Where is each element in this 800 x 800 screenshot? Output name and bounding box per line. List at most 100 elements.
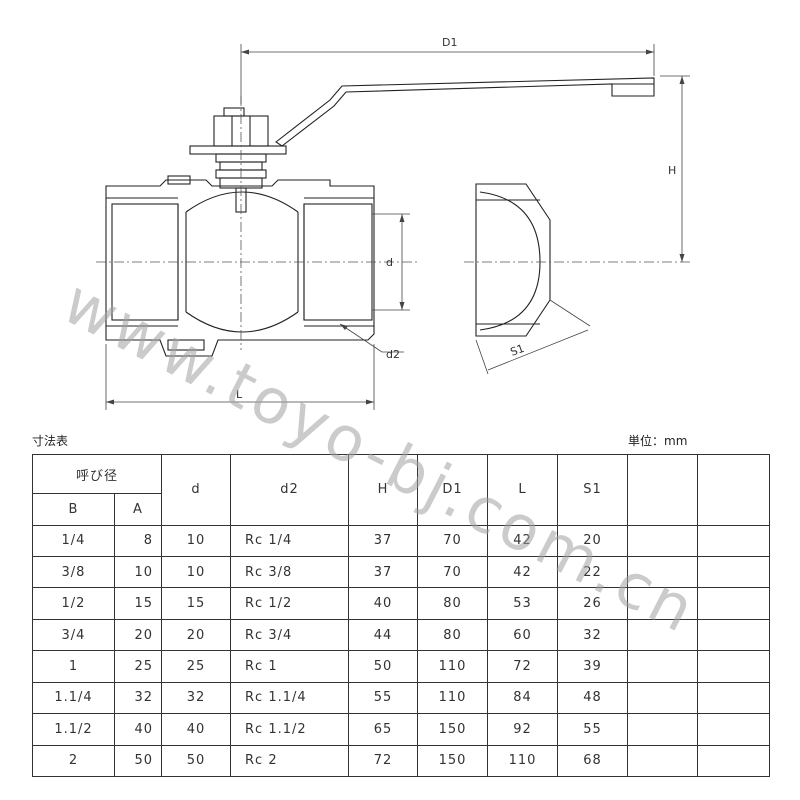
table-cell-empty: [627, 618, 699, 652]
table-cell: 65: [348, 713, 419, 746]
table-cell: 50: [348, 650, 419, 683]
table-cell: Rc 1/2: [230, 587, 350, 620]
table-cell-empty: [627, 713, 699, 746]
dim-label-d1: D1: [442, 36, 457, 49]
table-cell: 40: [113, 713, 163, 746]
table-cell: 8: [113, 524, 163, 558]
table-cell: 70: [417, 524, 489, 558]
table-cell-empty: [627, 650, 699, 683]
header-d1: D1: [417, 454, 489, 526]
header-l: L: [487, 454, 559, 526]
dim-label-s1: S1: [509, 342, 527, 359]
header-b: B: [32, 493, 115, 526]
table-cell: 150: [417, 713, 489, 746]
table-cell: 68: [557, 744, 629, 778]
table-cell: 50: [161, 744, 232, 778]
table-cell: 3/4: [32, 618, 115, 652]
table-cell: 26: [557, 587, 629, 620]
table-cell: 32: [113, 681, 163, 715]
table-cell: 3/8: [32, 556, 115, 589]
table-cell: 110: [417, 650, 489, 683]
table-cell-empty: [627, 587, 699, 620]
dim-label-d2: d2: [386, 348, 400, 361]
table-cell: 2: [32, 744, 115, 778]
table-cell: Rc 3/8: [230, 556, 350, 589]
unit-label: 単位：mm: [628, 434, 688, 448]
header-d2: d2: [230, 454, 350, 526]
valve-stem: [189, 107, 287, 213]
table-cell-empty: [697, 744, 771, 778]
table-cell: 42: [487, 556, 559, 589]
table-cell: 150: [417, 744, 489, 778]
table-cell-empty: [697, 524, 771, 558]
ball-valve-drawing: D1 H d d2 L S1: [96, 36, 690, 410]
table-cell: 53: [487, 587, 559, 620]
valve-side-view: [475, 183, 551, 337]
table-caption: 寸法表: [32, 434, 69, 448]
header-empty-2: [697, 454, 771, 526]
table-cell-empty: [627, 681, 699, 715]
table-cell: 55: [557, 713, 629, 746]
table-cell: 110: [487, 744, 559, 778]
header-row-2: B A: [32, 493, 770, 526]
table-cell-empty: [697, 587, 771, 620]
table-cell: 20: [161, 618, 232, 652]
table-cell: 1: [32, 650, 115, 683]
table-cell-empty: [697, 713, 771, 746]
table-cell-empty: [627, 744, 699, 778]
dim-label-h: H: [668, 164, 676, 177]
table-cell-empty: [697, 650, 771, 683]
table-cell: 25: [161, 650, 232, 683]
table-cell-empty: [627, 556, 699, 589]
table-cell-empty: [697, 618, 771, 652]
table-cell-empty: [697, 556, 771, 589]
table-cell: 84: [487, 681, 559, 715]
table-cell: 37: [348, 556, 419, 589]
table-cell: 39: [557, 650, 629, 683]
table-cell: 1.1/4: [32, 681, 115, 715]
table-cell: 42: [487, 524, 559, 558]
table-cell-empty: [627, 524, 699, 558]
table-cell: Rc 1: [230, 650, 350, 683]
table-cell-empty: [697, 681, 771, 715]
table-cell: 1/2: [32, 587, 115, 620]
table-cell: 32: [161, 681, 232, 715]
table-cell: Rc 3/4: [230, 618, 350, 652]
dimension-arrows: [106, 49, 685, 405]
table-cell: 72: [487, 650, 559, 683]
header-h: H: [348, 454, 419, 526]
center-lines: [96, 96, 690, 350]
table-cell: 110: [417, 681, 489, 715]
table-cell: 1.1/2: [32, 713, 115, 746]
table-cell: 10: [161, 556, 232, 589]
table-cell: 80: [417, 618, 489, 652]
header-row-1: 呼び径 d d2 H D1 L S1: [31, 453, 771, 526]
table-cell: 40: [348, 587, 419, 620]
table-cell: 80: [417, 587, 489, 620]
header-s1: S1: [557, 454, 629, 526]
table-cell: 55: [348, 681, 419, 715]
table-cell: 32: [557, 618, 629, 652]
table-cell: 40: [161, 713, 232, 746]
table-cell: 25: [113, 650, 163, 683]
table-cell: 1/4: [32, 524, 115, 558]
header-d: d: [161, 454, 232, 526]
table-cell: 20: [113, 618, 163, 652]
valve-body: [105, 175, 375, 357]
table-cell: 10: [161, 524, 232, 558]
header-empty-1: [627, 454, 699, 526]
header-a: A: [113, 493, 163, 526]
table-cell: Rc 1/4: [230, 524, 350, 558]
table-cell: Rc 1.1/2: [230, 713, 350, 746]
table-cell: 22: [557, 556, 629, 589]
dim-label-l: L: [236, 388, 243, 401]
table-cell: Rc 1.1/4: [230, 681, 350, 715]
table-cell: 44: [348, 618, 419, 652]
